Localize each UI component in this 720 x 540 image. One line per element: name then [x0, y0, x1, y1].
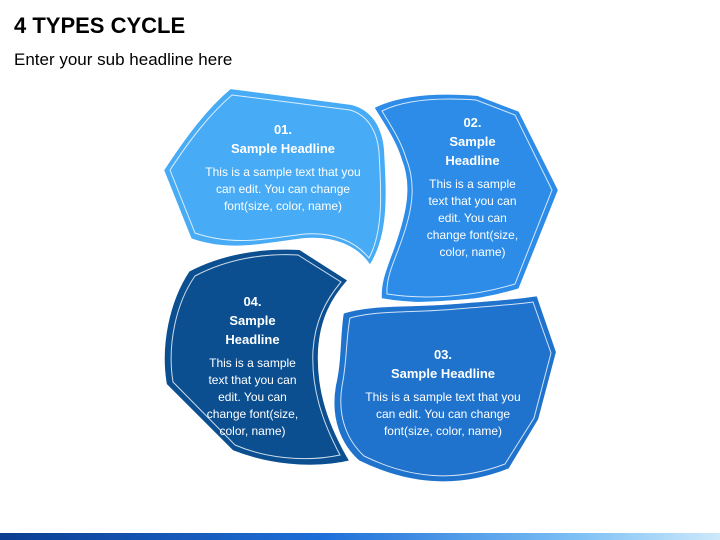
segment-4-body: This is a sample text that you can edit.… [206, 356, 299, 438]
segment-3-headline: Sample Headline [390, 366, 496, 381]
page-title: 4 TYPES CYCLE [14, 13, 186, 38]
segment-1-number: 01. [273, 122, 293, 137]
segment-4-text: 04. Sample Headline This is a sample tex… [190, 292, 315, 440]
segment-4-headline: Sample Headline [225, 313, 280, 347]
segment-1-shape[interactable] [160, 85, 390, 270]
segment-3-shape[interactable] [330, 292, 560, 486]
segment-2-body: This is a sample text that you can edit.… [426, 177, 519, 259]
segment-2-number: 02. [463, 115, 482, 130]
segment-2-shape[interactable] [370, 90, 562, 307]
segment-1-body: This is a sample text that you can edit.… [205, 165, 361, 213]
segment-3-body: This is a sample text that you can edit.… [365, 390, 521, 438]
bottom-accent-bar [0, 533, 720, 540]
segment-1-text: 01. Sample Headline This is a sample tex… [188, 120, 378, 215]
segment-1-headline: Sample Headline [230, 141, 336, 156]
segment-2-text: 02. Sample Headline This is a sample tex… [410, 113, 535, 261]
segment-3-text: 03. Sample Headline This is a sample tex… [348, 345, 538, 440]
segment-4-number: 04. [243, 294, 262, 309]
segment-2-headline: Sample Headline [445, 134, 500, 168]
page-subtitle: Enter your sub headline here [14, 50, 233, 69]
segment-3-number: 03. [433, 347, 453, 362]
segment-4-shape[interactable] [160, 245, 354, 469]
